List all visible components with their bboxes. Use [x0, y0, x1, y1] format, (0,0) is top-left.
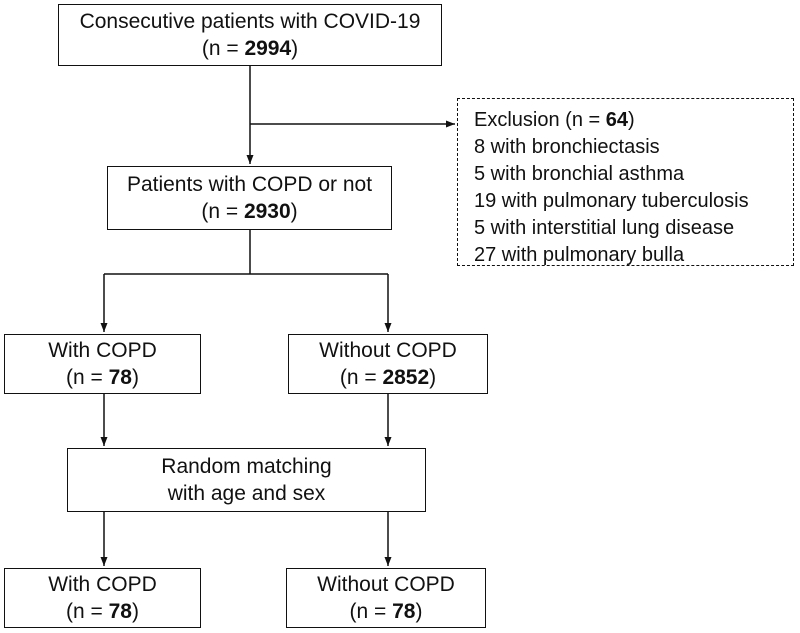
with-copd-count: 78 — [108, 366, 132, 389]
with-copd-matched-title: With COPD — [48, 573, 157, 596]
without-copd-count: 2852 — [382, 366, 430, 389]
with-copd-count-line: (n = 78) — [66, 366, 139, 389]
with-copd-title: With COPD — [48, 339, 157, 362]
exclusion-item-interstitial: 5 with interstitial lung disease — [474, 217, 735, 239]
exclusion-item-tuberculosis: 19 with pulmonary tuberculosis — [474, 190, 749, 212]
copd-or-not-count: 2930 — [243, 200, 291, 223]
consecutive-count-line: (n = 2994) — [201, 37, 299, 60]
box-with-copd: With COPD (n = 78) — [4, 334, 201, 394]
matching-line-1: Random matching — [161, 455, 332, 478]
box-without-copd-matched: Without COPD (n = 78) — [286, 568, 486, 628]
exclusion-title: Exclusion (n = 64) — [474, 109, 635, 131]
consecutive-count: 2994 — [244, 37, 292, 60]
with-copd-matched-count-line: (n = 78) — [66, 600, 139, 623]
consecutive-title: Consecutive patients with COVID-19 — [79, 10, 421, 33]
copd-or-not-count-line: (n = 2930) — [201, 200, 298, 223]
copd-or-not-title: Patients with COPD or not — [126, 173, 373, 196]
box-exclusion: Exclusion (n = 64) 8 with bronchiectasis… — [457, 98, 794, 266]
without-copd-matched-count-line: (n = 78) — [349, 600, 423, 623]
without-copd-title: Without COPD — [319, 339, 457, 362]
with-copd-matched-count: 78 — [108, 600, 132, 623]
box-copd-or-not: Patients with COPD or not (n = 2930) — [107, 166, 392, 230]
box-random-matching: Random matching with age and sex — [67, 448, 426, 512]
without-copd-matched-title: Without COPD — [317, 573, 455, 596]
matching-line-2: with age and sex — [167, 482, 326, 505]
exclusion-item-asthma: 5 with bronchial asthma — [474, 163, 685, 185]
without-copd-matched-count: 78 — [392, 600, 416, 623]
exclusion-count: 64 — [605, 109, 628, 131]
exclusion-item-bulla: 27 with pulmonary bulla — [474, 244, 685, 266]
exclusion-item-bronchiectasis: 8 with bronchiectasis — [474, 136, 660, 158]
box-consecutive-patients: Consecutive patients with COVID-19 (n = … — [58, 4, 442, 66]
box-without-copd: Without COPD (n = 2852) — [288, 334, 488, 394]
box-with-copd-matched: With COPD (n = 78) — [4, 568, 201, 628]
without-copd-count-line: (n = 2852) — [339, 366, 437, 389]
